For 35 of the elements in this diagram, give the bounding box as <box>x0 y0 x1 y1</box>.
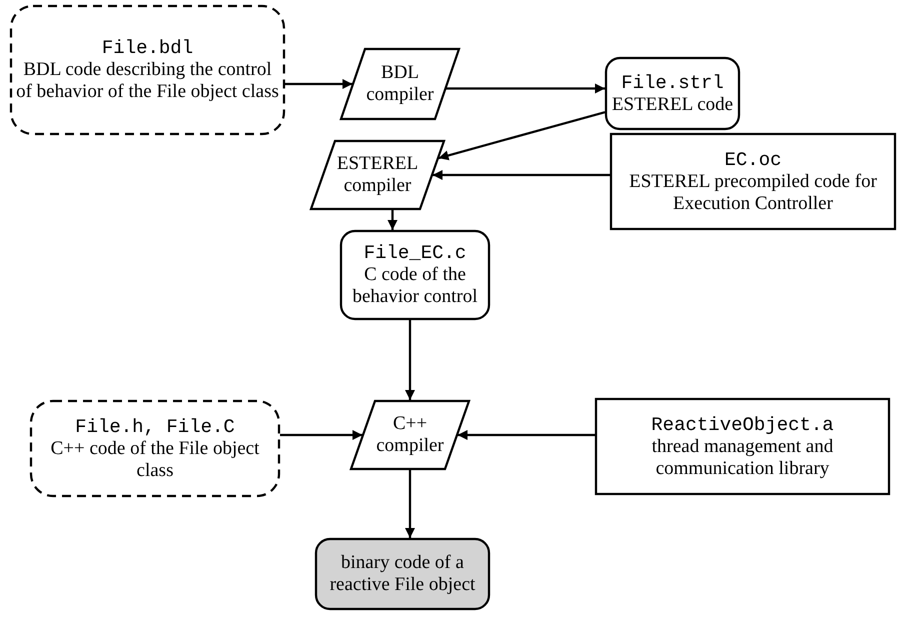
arrow <box>432 170 610 180</box>
rectangle-box <box>595 398 890 495</box>
arrow <box>458 430 595 440</box>
arrow <box>280 430 362 440</box>
node-text: binary code of a reactive File object <box>328 552 476 596</box>
file-name: ReactiveObject.a <box>651 414 834 436</box>
node-text: BDL code describing the control of behavior of the File object class <box>16 59 279 103</box>
output-rounded-box <box>315 538 490 610</box>
dashed-rounded-box <box>10 5 285 135</box>
arrow <box>438 111 606 160</box>
dashed-rounded-box <box>30 400 280 497</box>
file-name: File.strl <box>621 72 724 94</box>
arrow <box>405 470 415 538</box>
file-name: File_EC.c <box>364 242 466 264</box>
node-text: BDL compiler <box>365 62 435 106</box>
process-parallelogram <box>350 400 470 470</box>
process-parallelogram <box>310 140 445 210</box>
node-text: C++ code of the File object class <box>50 438 260 482</box>
rounded-box <box>605 57 740 130</box>
node-text: thread management and communication library <box>650 436 834 480</box>
process-parallelogram <box>340 48 460 120</box>
file-name: EC.oc <box>724 148 782 170</box>
arrow <box>446 84 605 94</box>
arrow <box>388 210 398 230</box>
node-text: ESTEREL compiler <box>336 153 420 197</box>
node-text: ESTEREL precompiled code for Execution Controller <box>628 170 878 214</box>
file-name: File.h, File.C <box>75 416 235 438</box>
rectangle-box <box>610 133 896 230</box>
arrow <box>405 320 415 400</box>
node-text: C++ compiler <box>375 413 445 457</box>
file-name: File.bdl <box>102 37 194 59</box>
arrow <box>285 79 352 89</box>
node-text: ESTEREL code <box>612 94 734 116</box>
node-text: C code of the behavior control <box>351 264 479 308</box>
rounded-box <box>340 230 490 320</box>
